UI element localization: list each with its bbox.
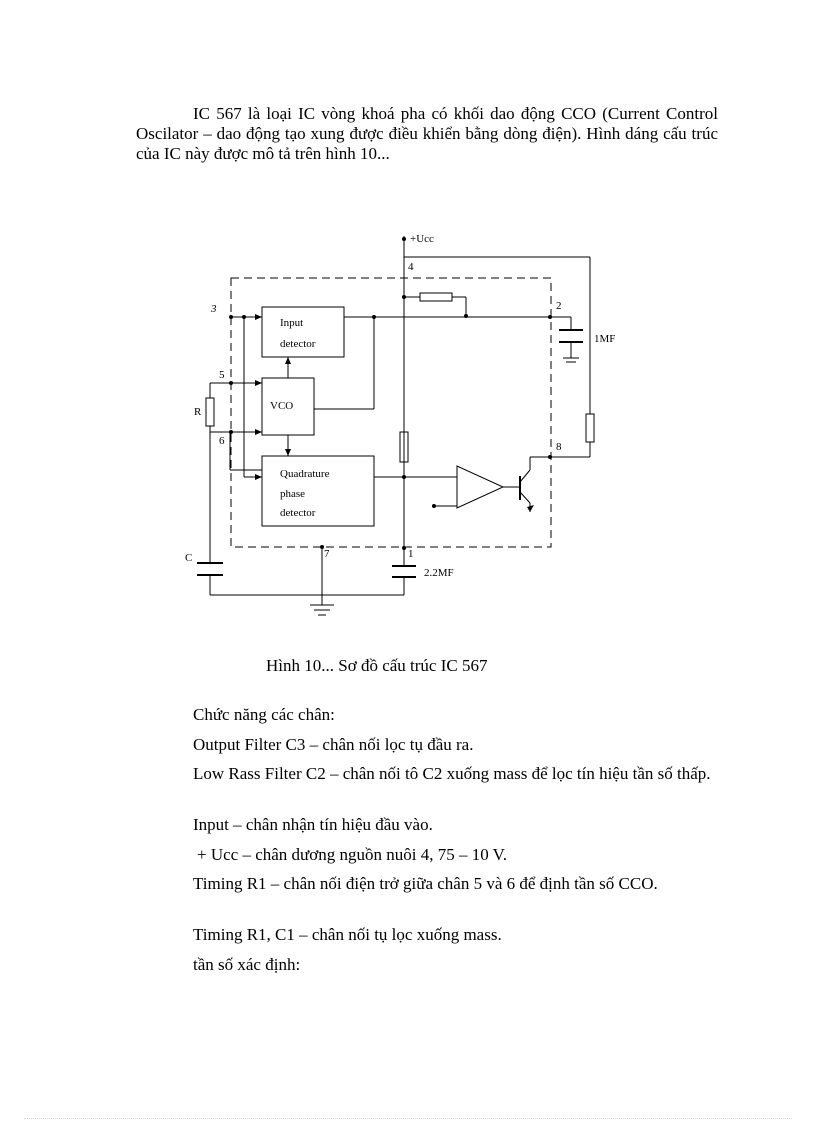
quadrature-label-1: Quadrature — [280, 468, 330, 480]
body-line: Timing R1, C1 – chân nối tụ lọc xuống ma… — [193, 925, 502, 944]
body-line: tần số xác định: — [193, 955, 301, 974]
quadrature-detector-block — [261, 455, 375, 527]
pin-1-label: 1 — [408, 548, 414, 560]
ic-outline — [230, 277, 552, 548]
body-line: Timing R1 – chân nối điện trở giữa chân … — [193, 874, 658, 893]
quadrature-label-3: detector — [280, 507, 316, 519]
input-detector-block — [261, 306, 345, 358]
pin-8-label: 8 — [556, 441, 562, 453]
body-line: Low Rass Filter C2 – chân nối tô C2 xuốn… — [193, 764, 711, 783]
vco-label: VCO — [270, 400, 293, 412]
output-amplifier — [456, 465, 505, 509]
input-detector-label-1: Input — [280, 317, 303, 329]
body-line: + Ucc – chân dương nguồn nuôi 4, 75 – 10… — [197, 845, 508, 864]
cap-2-2mf-label: 2.2MF — [424, 567, 454, 579]
page-footer-divider — [24, 1118, 792, 1119]
body-line: Input – chân nhận tín hiệu đầu vào. — [193, 815, 433, 834]
intro-paragraph: IC 567 là loại IC vòng khoá pha có khối … — [136, 104, 718, 163]
resistor-r-label: R — [194, 406, 202, 418]
pin-3-label: 3 — [210, 303, 217, 315]
external-resistor-r — [205, 397, 215, 427]
pin-6-label: 6 — [219, 435, 225, 447]
pin-4-label: 4 — [408, 261, 414, 273]
vcc-label: +Ucc — [410, 233, 434, 245]
body-line: Chức năng các chân: — [193, 705, 335, 724]
input-detector-label-2: detector — [280, 338, 316, 350]
body-line: Output Filter C3 – chân nối lọc tụ đầu r… — [193, 735, 474, 754]
quadrature-label-2: phase — [280, 488, 305, 500]
pin-2-label: 2 — [556, 300, 562, 312]
figure-caption: Hình 10... Sơ đồ cấu trúc IC 567 — [266, 656, 488, 675]
pull-up-resistor — [585, 413, 595, 443]
cap-1mf-label: 1MF — [594, 333, 615, 345]
internal-resistor-top — [419, 292, 453, 302]
capacitor-c-label: C — [185, 552, 192, 564]
internal-resistor-mid — [399, 431, 409, 463]
pin-5-label: 5 — [219, 369, 225, 381]
pin-7-label: 7 — [324, 548, 330, 560]
